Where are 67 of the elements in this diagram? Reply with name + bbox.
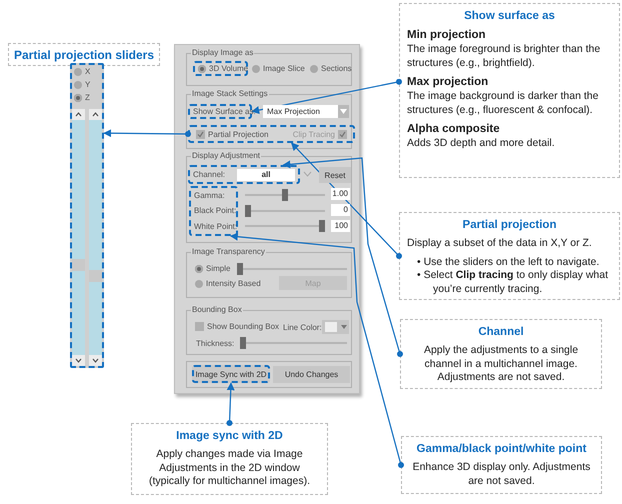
option-label: Sections [321,64,352,73]
slider-strip [70,63,104,368]
option-label: 3D Volume [209,64,248,73]
callout-box [400,319,602,389]
dashed-highlight [193,61,248,76]
field-label: Gamma: [194,191,225,200]
value-field: 100 [331,220,350,232]
group-title: Image Transparency [191,247,266,256]
value-field: 1.00 [331,188,350,200]
field-label: Black Point: [194,206,236,216]
callout-text: Display a subset of the data in X,Y or Z. [407,236,593,251]
callout-text: Adds 3D depth and more detail. [407,137,556,151]
callout-text: Apply changes made via Image Adjustments in the 2D window (typically for multichannel images). [148,448,312,489]
field-label: Show Surface as: [193,107,256,116]
axis-label: X [85,67,90,76]
callout-text: The image foreground is brighter than the structures (e.g., brightfield). [407,42,602,70]
group-title: Bounding Box [191,305,243,314]
group-title: Display Adjustment [191,151,262,160]
field-label: Channel: [193,170,226,179]
dashed-highlight [192,365,270,383]
settings-panel [174,44,360,394]
dashed-highlight [188,165,300,184]
option-label: Show Bounding Box [207,322,280,331]
option-label: Intensity Based [206,279,261,288]
dropdown-field: all [237,168,295,180]
arrow [230,232,404,468]
callout-title: Show surface as [463,9,556,24]
field-label: Thickness: [196,339,234,348]
option-label: Image Slice [263,64,305,73]
action-button: Reset [319,167,351,183]
bullet-item: • Select Clip tracing to only display what you’re currently tracing. [416,269,610,296]
callout-heading: Min projection [407,28,487,43]
callout-title: Image sync with 2D [175,429,284,444]
axis-label: Z [85,93,90,102]
callout-box [399,212,620,300]
callout-text: Enhance 3D display only. Adjustments are not saved. [412,460,592,488]
group-title: Image Stack Settings [191,89,269,98]
arrow [282,157,403,357]
panel-title: Partial projection sliders [14,48,154,62]
callout-box [401,436,602,494]
dashed-highlight [189,186,238,236]
callout-box [399,3,620,178]
action-button: Undo Changes [273,366,350,383]
option-label: Clip Tracing [292,130,335,138]
callout-text: Apply the adjustments to a single channel in a multichannel image. Adjustments are not saved. [422,344,580,385]
arrow [291,142,402,259]
group-title: Display Image as [191,48,254,57]
callout-title: Channel [477,325,525,340]
arrow [226,382,235,426]
sync-button-label: Image Sync with 2D [195,370,267,378]
callout-heading: Max projection [407,75,490,90]
field-label: White Point: [194,222,238,231]
dropdown-field: Max Projection [263,105,349,118]
arrow [251,78,402,114]
option-label: Simple [206,264,230,273]
callout-title: Gamma/black point/white point [416,442,588,457]
callout-title: Partial projection [462,218,558,233]
callout-box [131,423,328,495]
field-label: Line Color: [283,323,322,332]
arrow [103,129,191,138]
value-field: 0 [331,204,350,216]
callout-heading: Alpha composite [407,122,501,138]
callout-text: The image background is darker than the structures (e.g., fluorescent & confocal). [407,90,600,118]
dashed-highlight [188,125,355,143]
axis-label: Y [85,80,90,89]
bullet-item: • Use the sliders on the left to navigate. [416,256,600,270]
option-label: Partial Projection [208,130,268,138]
